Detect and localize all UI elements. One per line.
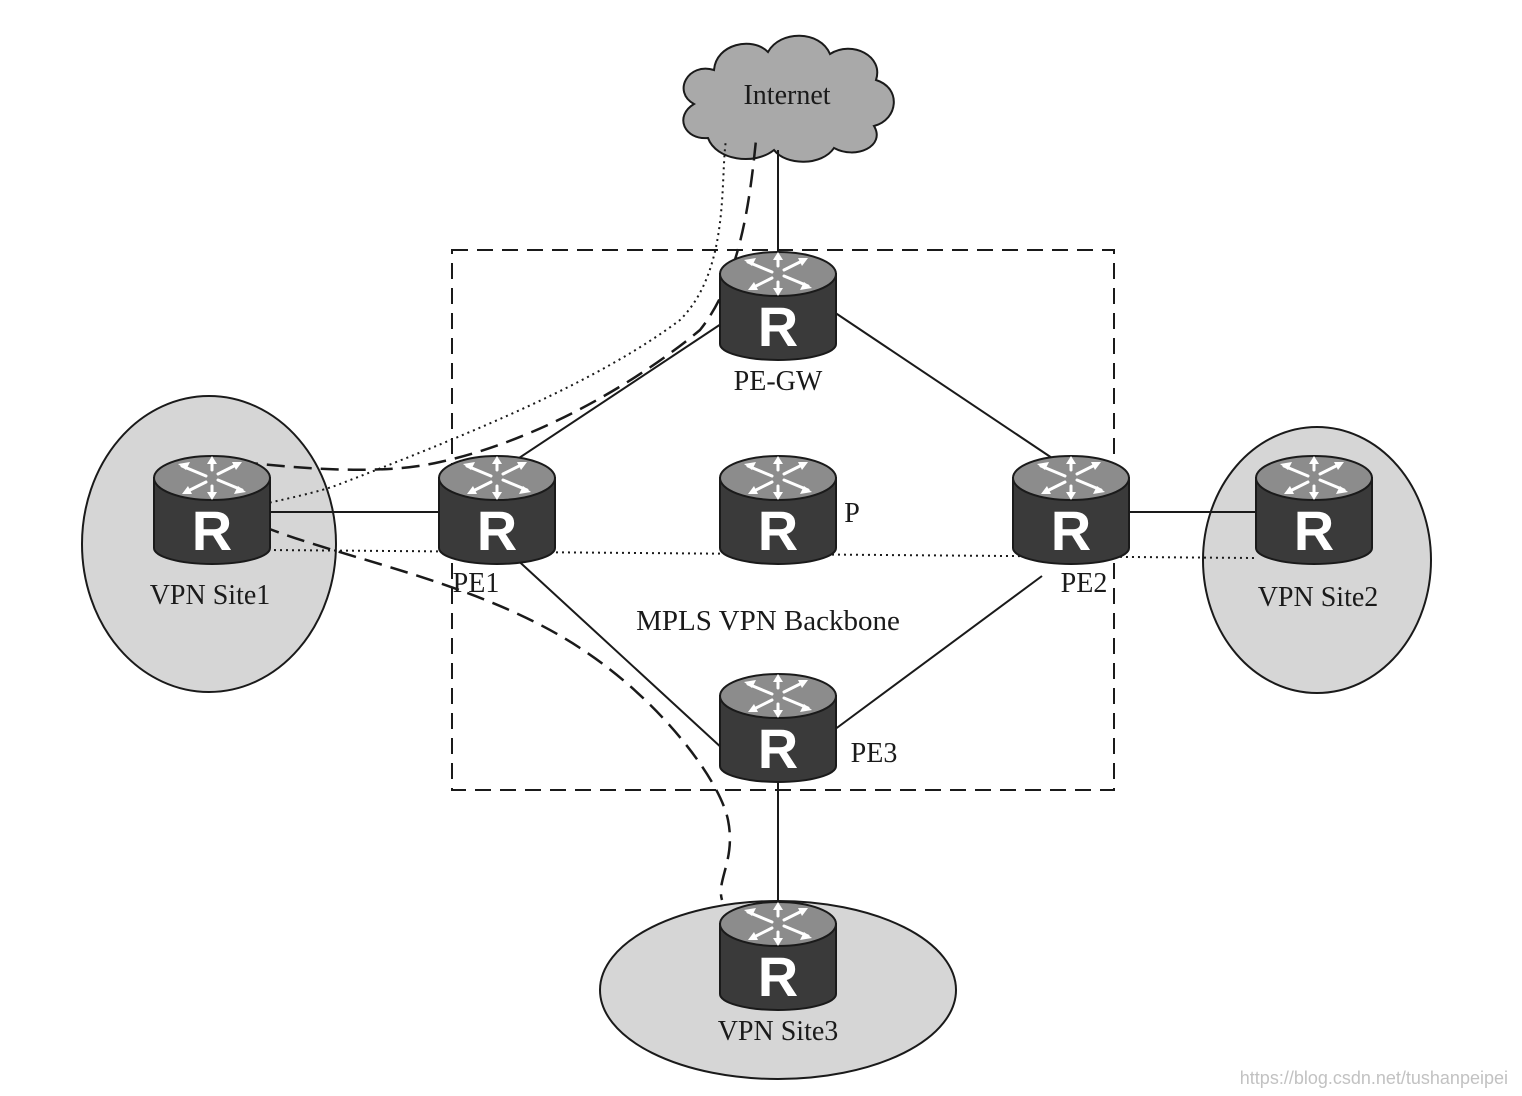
router-glyph: R	[758, 945, 798, 1008]
vpn-site2-label: VPN Site2	[1258, 582, 1379, 613]
router-ce-site2: R	[1254, 454, 1374, 566]
router-glyph: R	[758, 717, 798, 780]
p-label: P	[844, 498, 860, 529]
router-glyph: R	[1294, 499, 1334, 562]
vpn-site1-label: VPN Site1	[150, 580, 271, 611]
router-glyph: R	[1051, 499, 1091, 562]
backbone-label: MPLS VPN Backbone	[636, 605, 900, 637]
router-pe3: R	[718, 672, 838, 784]
site1-internet-dashed-path	[239, 139, 758, 472]
router-pe1: R	[437, 454, 557, 566]
router-glyph: R	[758, 499, 798, 562]
router-pe2: R	[1011, 454, 1131, 566]
internet-label: Internet	[743, 80, 830, 111]
internet-cloud	[682, 34, 895, 163]
router-glyph: R	[192, 499, 232, 562]
router-glyph: R	[477, 499, 517, 562]
router-ce-site1: R	[152, 454, 272, 566]
router-p: R	[718, 454, 838, 566]
physical-links	[268, 150, 1262, 940]
pe1-label: PE1	[453, 568, 500, 599]
router-glyph: R	[758, 295, 798, 358]
site1-site3-dashed-path	[261, 524, 732, 901]
watermark: https://blog.csdn.net/tushanpeipei	[1240, 1068, 1508, 1088]
router-pe-gw: R	[718, 250, 838, 362]
vpn-site3-label: VPN Site3	[718, 1016, 839, 1047]
pe3-label: PE3	[851, 738, 898, 769]
router-ce-site3: R	[718, 900, 838, 1012]
pe-gw-label: PE-GW	[734, 366, 823, 397]
pe2-label: PE2	[1061, 568, 1108, 599]
